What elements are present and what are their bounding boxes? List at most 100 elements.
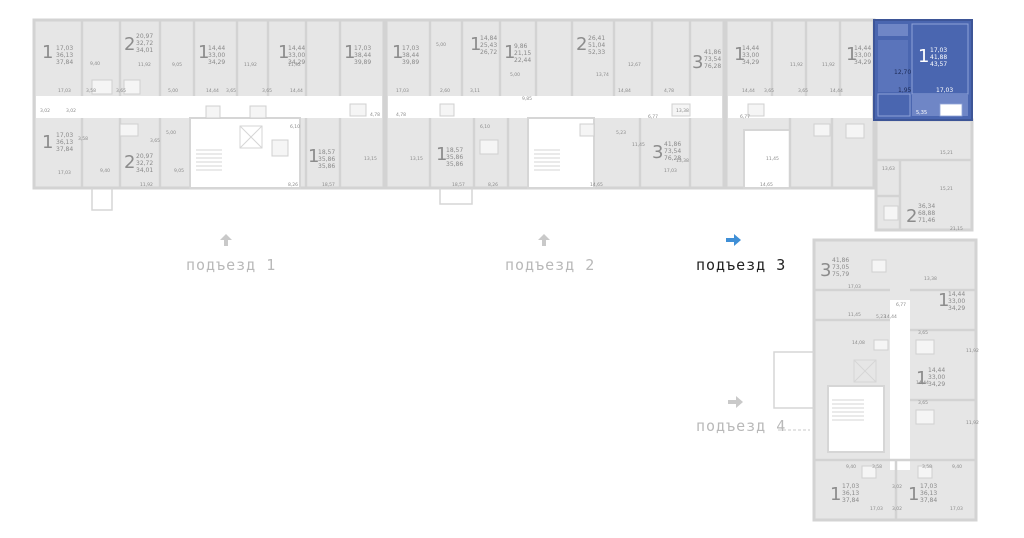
svg-text:5,00: 5,00 xyxy=(166,130,176,136)
svg-text:14,84: 14,84 xyxy=(618,88,631,94)
svg-text:11,45: 11,45 xyxy=(766,156,779,162)
svg-text:73,05: 73,05 xyxy=(832,264,849,271)
entrance-4-label[interactable]: подъезд 4 xyxy=(696,417,787,435)
svg-text:3: 3 xyxy=(652,142,663,163)
svg-text:5,23: 5,23 xyxy=(876,314,886,320)
svg-text:14,44: 14,44 xyxy=(916,380,929,386)
svg-text:6,77: 6,77 xyxy=(896,302,906,308)
svg-text:34,29: 34,29 xyxy=(854,59,871,66)
svg-text:17,03: 17,03 xyxy=(920,483,937,490)
svg-text:3,65: 3,65 xyxy=(116,88,126,94)
svg-text:11,92: 11,92 xyxy=(140,182,153,188)
svg-text:1: 1 xyxy=(344,42,355,63)
svg-text:33,00: 33,00 xyxy=(288,52,305,59)
svg-text:32,72: 32,72 xyxy=(136,160,153,167)
svg-text:1: 1 xyxy=(198,42,209,63)
svg-text:1: 1 xyxy=(308,146,319,167)
svg-text:3,02: 3,02 xyxy=(40,108,50,114)
svg-text:1: 1 xyxy=(470,34,481,55)
svg-text:68,88: 68,88 xyxy=(918,210,935,217)
svg-text:17,03: 17,03 xyxy=(58,88,71,94)
svg-text:11,92: 11,92 xyxy=(244,62,257,68)
svg-text:1: 1 xyxy=(846,44,857,65)
svg-text:37,84: 37,84 xyxy=(56,146,73,153)
svg-text:4,78: 4,78 xyxy=(370,112,380,118)
svg-text:9,40: 9,40 xyxy=(846,464,856,470)
svg-text:14,44: 14,44 xyxy=(742,88,755,94)
svg-text:9,85: 9,85 xyxy=(522,96,532,102)
svg-text:36,13: 36,13 xyxy=(56,139,73,146)
svg-text:3,58: 3,58 xyxy=(922,464,932,470)
svg-text:37,84: 37,84 xyxy=(920,497,937,504)
svg-text:3,65: 3,65 xyxy=(798,88,808,94)
svg-text:14,44: 14,44 xyxy=(742,45,759,52)
svg-text:3,02: 3,02 xyxy=(892,506,902,512)
svg-text:73,54: 73,54 xyxy=(664,148,681,155)
svg-text:3,58: 3,58 xyxy=(86,88,96,94)
svg-text:13,74: 13,74 xyxy=(596,72,609,78)
svg-text:13,15: 13,15 xyxy=(364,156,377,162)
svg-text:34,29: 34,29 xyxy=(742,59,759,66)
svg-text:20,97: 20,97 xyxy=(136,153,153,160)
svg-text:11,45: 11,45 xyxy=(632,142,645,148)
svg-text:37,84: 37,84 xyxy=(842,497,859,504)
svg-text:18,57: 18,57 xyxy=(446,147,463,154)
svg-text:9,40: 9,40 xyxy=(952,464,962,470)
hl-area-living: 17,03 xyxy=(930,47,947,54)
svg-text:13,38: 13,38 xyxy=(676,158,689,164)
svg-text:34,29: 34,29 xyxy=(208,59,225,66)
svg-text:3,58: 3,58 xyxy=(872,464,882,470)
svg-text:18,57: 18,57 xyxy=(322,182,335,188)
svg-text:33,00: 33,00 xyxy=(208,52,225,59)
entrance-2-label[interactable]: подъезд 2 xyxy=(505,256,596,274)
highlighted-apartment[interactable]: 1 17,03 41,88 43,57 12,70 1,95 17,03 5,3… xyxy=(873,19,973,121)
svg-text:39,89: 39,89 xyxy=(354,59,371,66)
svg-text:73,54: 73,54 xyxy=(704,56,721,63)
svg-text:13,38: 13,38 xyxy=(924,276,937,282)
svg-text:76,28: 76,28 xyxy=(664,155,681,162)
svg-text:8,26: 8,26 xyxy=(488,182,498,188)
svg-text:3,65: 3,65 xyxy=(150,138,160,144)
svg-text:1: 1 xyxy=(908,484,919,505)
svg-text:1: 1 xyxy=(830,484,841,505)
svg-text:32,72: 32,72 xyxy=(136,40,153,47)
svg-text:1: 1 xyxy=(918,46,929,67)
svg-text:17,03: 17,03 xyxy=(354,45,371,52)
svg-text:14,44: 14,44 xyxy=(830,88,843,94)
svg-text:36,13: 36,13 xyxy=(56,52,73,59)
svg-text:37,84: 37,84 xyxy=(56,59,73,66)
svg-text:5,00: 5,00 xyxy=(168,88,178,94)
svg-text:35,86: 35,86 xyxy=(318,156,335,163)
svg-text:34,29: 34,29 xyxy=(928,381,945,388)
entrance-3-arrow xyxy=(726,234,741,246)
svg-text:4,78: 4,78 xyxy=(664,88,674,94)
svg-text:14,65: 14,65 xyxy=(760,182,773,188)
entrance-3-label[interactable]: подъезд 3 xyxy=(696,256,787,274)
svg-text:9,05: 9,05 xyxy=(172,62,182,68)
svg-text:20,97: 20,97 xyxy=(136,33,153,40)
svg-text:14,44: 14,44 xyxy=(948,291,965,298)
svg-text:14,84: 14,84 xyxy=(480,35,497,42)
svg-text:36,34: 36,34 xyxy=(918,203,935,210)
svg-text:52,33: 52,33 xyxy=(588,49,605,56)
svg-text:38,44: 38,44 xyxy=(402,52,419,59)
svg-text:11,92: 11,92 xyxy=(790,62,803,68)
svg-text:3,65: 3,65 xyxy=(918,400,928,406)
svg-text:3,02: 3,02 xyxy=(892,484,902,490)
svg-text:6,10: 6,10 xyxy=(480,124,490,130)
entrance-1-label[interactable]: подъезд 1 xyxy=(186,256,277,274)
svg-text:3: 3 xyxy=(820,260,831,281)
entrance-2-arrow xyxy=(538,234,550,246)
svg-text:35,86: 35,86 xyxy=(446,161,463,168)
svg-text:14,44: 14,44 xyxy=(208,45,225,52)
svg-text:1: 1 xyxy=(916,368,927,389)
svg-text:1: 1 xyxy=(42,42,53,63)
svg-text:14,44: 14,44 xyxy=(206,88,219,94)
svg-text:33,00: 33,00 xyxy=(854,52,871,59)
svg-text:2: 2 xyxy=(576,34,587,55)
svg-text:51,04: 51,04 xyxy=(588,42,605,49)
svg-text:15,21: 15,21 xyxy=(940,186,953,192)
